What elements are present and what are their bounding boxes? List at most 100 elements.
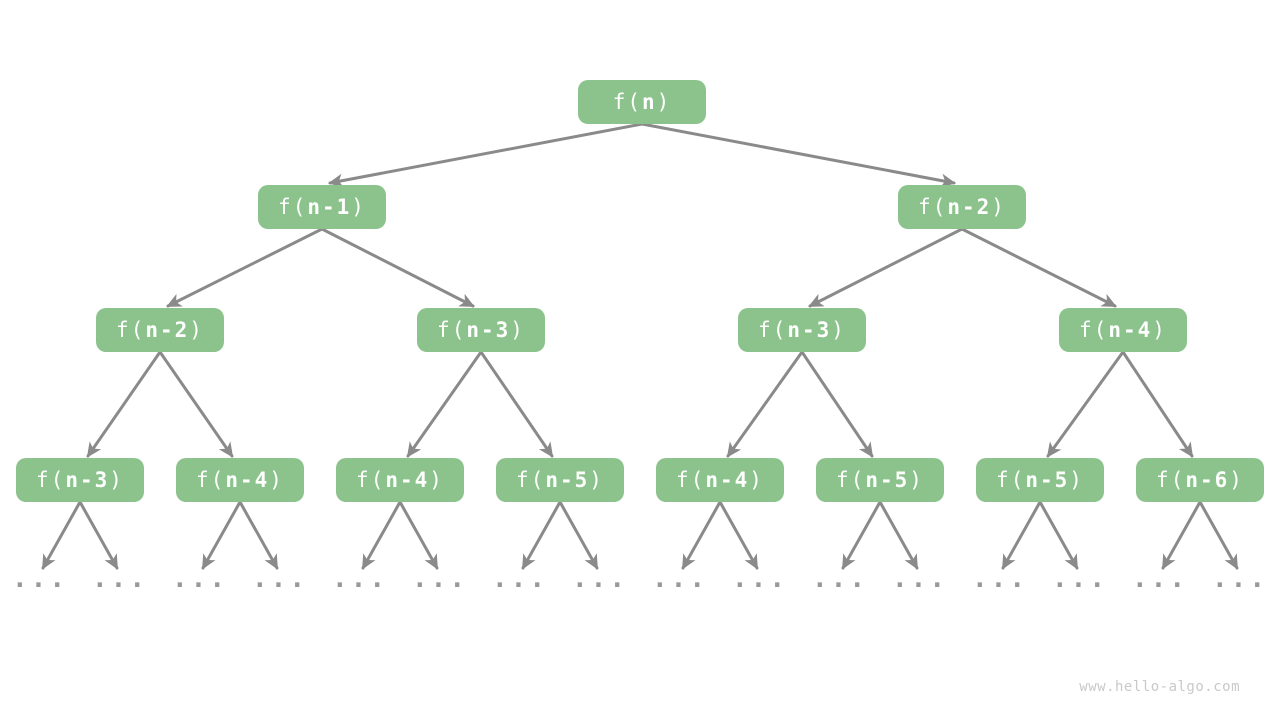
node-label-suffix: ) — [189, 318, 204, 342]
node-label-argument: n-3 — [466, 318, 511, 342]
tree-node: f(n-4) — [336, 458, 464, 502]
node-label-prefix: f( — [758, 318, 788, 342]
edge — [78, 500, 119, 570]
edge — [1161, 500, 1202, 570]
edge — [328, 122, 644, 188]
ellipsis: ... — [252, 564, 308, 594]
node-label-suffix: ) — [991, 195, 1006, 219]
node-label-suffix: ) — [429, 468, 444, 492]
tree-node: f(n-5) — [496, 458, 624, 502]
tree-node: f(n-5) — [976, 458, 1104, 502]
tree-node: f(n) — [578, 80, 706, 124]
node-label-suffix: ) — [656, 90, 672, 114]
ellipsis: ... — [1212, 564, 1268, 594]
node-label-prefix: f( — [676, 468, 706, 492]
edge — [201, 500, 242, 570]
node-label-prefix: f( — [1156, 468, 1186, 492]
ellipsis: ... — [1052, 564, 1108, 594]
edge — [960, 227, 1117, 308]
node-label-prefix: f( — [36, 468, 66, 492]
tree-node: f(n-3) — [738, 308, 866, 352]
node-label-suffix: ) — [269, 468, 284, 492]
node-label-suffix: ) — [510, 318, 525, 342]
node-label-prefix: f( — [278, 195, 308, 219]
node-label-argument: n-5 — [545, 468, 590, 492]
node-label-prefix: f( — [1079, 318, 1109, 342]
node-label-prefix: f( — [612, 90, 642, 114]
edge — [398, 500, 439, 570]
node-label-prefix: f( — [516, 468, 546, 492]
node-label-prefix: f( — [836, 468, 866, 492]
tree-node: f(n-2) — [898, 185, 1026, 229]
node-label-suffix: ) — [589, 468, 604, 492]
watermark: www.hello-algo.com — [1079, 679, 1240, 695]
tree-node: f(n-3) — [417, 308, 545, 352]
edge — [681, 500, 722, 570]
node-label-argument: n-2 — [947, 195, 992, 219]
edge — [726, 350, 804, 458]
node-label-argument: n-6 — [1185, 468, 1230, 492]
node-label-argument: n — [641, 90, 657, 114]
node-label-prefix: f( — [116, 318, 146, 342]
edge — [1001, 500, 1042, 570]
node-label-argument: n-4 — [1108, 318, 1153, 342]
tree-node: f(n-5) — [816, 458, 944, 502]
node-label-prefix: f( — [996, 468, 1026, 492]
tree-node: f(n-4) — [176, 458, 304, 502]
edge — [521, 500, 562, 570]
edge — [238, 500, 279, 570]
ellipsis: ... — [332, 564, 388, 594]
node-label-argument: n-3 — [787, 318, 832, 342]
ellipsis: ... — [572, 564, 628, 594]
edge — [1046, 350, 1125, 458]
node-label-suffix: ) — [749, 468, 764, 492]
node-label-suffix: ) — [109, 468, 124, 492]
ellipsis: ... — [92, 564, 148, 594]
ellipsis: ... — [652, 564, 708, 594]
edge — [41, 500, 82, 570]
edge — [640, 122, 956, 188]
tree-node: f(n-4) — [656, 458, 784, 502]
tree-node: f(n-3) — [16, 458, 144, 502]
ellipsis: ... — [12, 564, 68, 594]
edge — [558, 500, 599, 570]
edge — [86, 350, 162, 458]
tree-node: f(n-1) — [258, 185, 386, 229]
node-label-suffix: ) — [909, 468, 924, 492]
ellipsis: ... — [172, 564, 228, 594]
edge — [800, 350, 874, 458]
node-label-argument: n-4 — [705, 468, 750, 492]
edge — [1121, 350, 1194, 458]
ellipsis: ... — [732, 564, 788, 594]
ellipsis: ... — [412, 564, 468, 594]
node-label-argument: n-5 — [1025, 468, 1070, 492]
node-label-argument: n-4 — [225, 468, 270, 492]
node-label-suffix: ) — [831, 318, 846, 342]
edge — [158, 350, 234, 458]
node-label-argument: n-5 — [865, 468, 910, 492]
edge — [718, 500, 759, 570]
edge — [841, 500, 882, 570]
ellipsis: ... — [492, 564, 548, 594]
ellipsis: ... — [972, 564, 1028, 594]
node-label-prefix: f( — [356, 468, 386, 492]
tree-node: f(n-6) — [1136, 458, 1264, 502]
node-label-prefix: f( — [437, 318, 467, 342]
edge — [361, 500, 402, 570]
ellipsis: ... — [1132, 564, 1188, 594]
edge — [406, 350, 483, 458]
edge — [1038, 500, 1079, 570]
node-label-argument: n-4 — [385, 468, 430, 492]
node-label-suffix: ) — [1069, 468, 1084, 492]
node-label-argument: n-3 — [65, 468, 110, 492]
tree-node: f(n-2) — [96, 308, 224, 352]
edge — [479, 350, 554, 458]
edge — [320, 227, 475, 308]
node-label-prefix: f( — [196, 468, 226, 492]
node-label-prefix: f( — [918, 195, 948, 219]
edge — [166, 227, 324, 308]
tree-node: f(n-4) — [1059, 308, 1187, 352]
node-label-suffix: ) — [351, 195, 366, 219]
